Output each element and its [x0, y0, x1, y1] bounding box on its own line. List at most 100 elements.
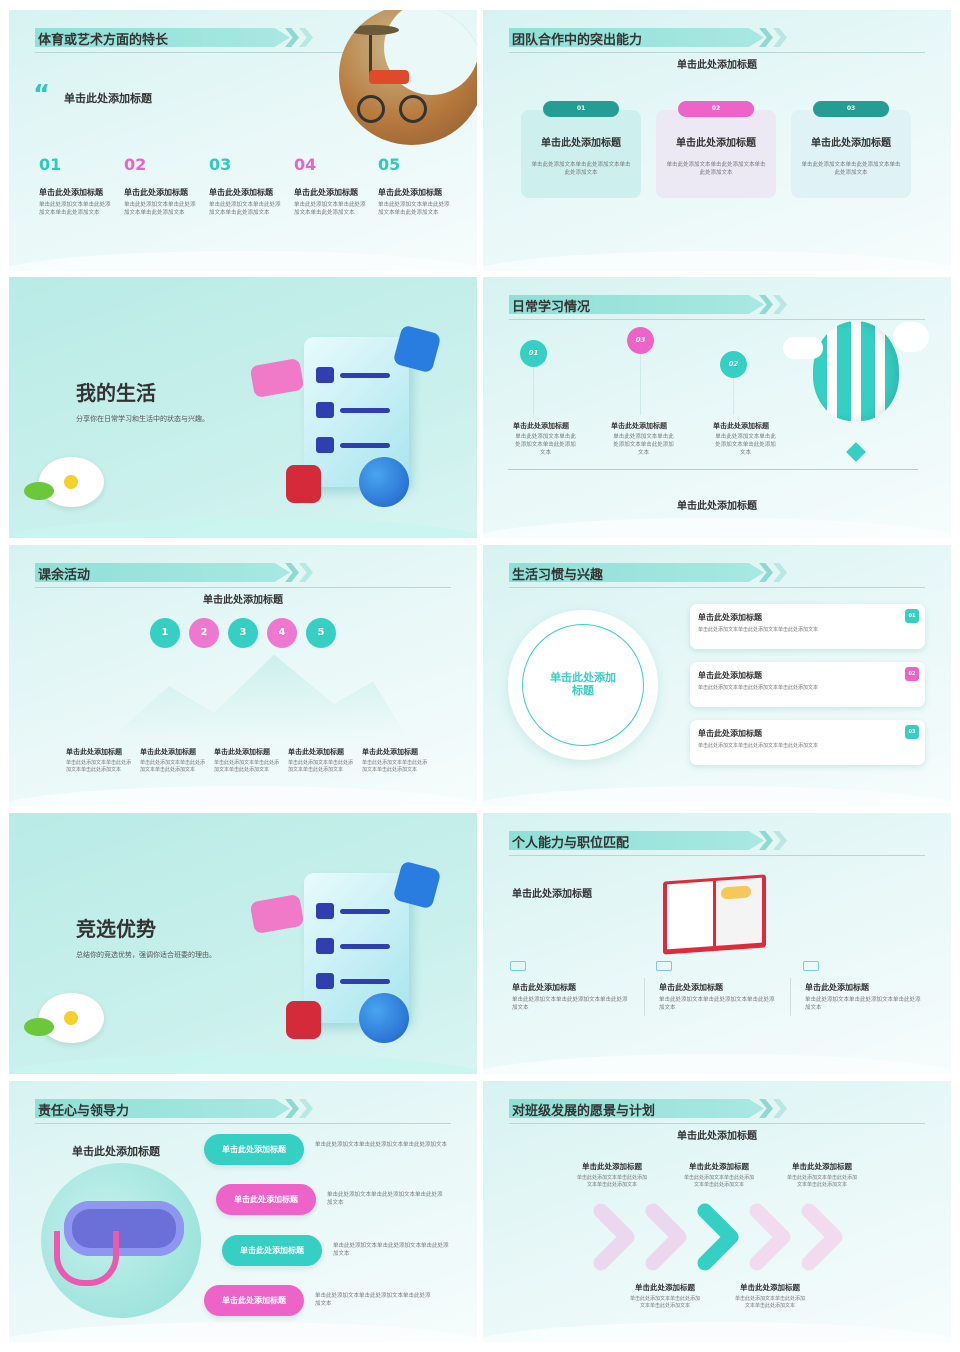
- card-body: 单击此处添加文本单击此处添加文本单击此处添加文本: [531, 162, 631, 176]
- subtitle[interactable]: 单击此处添加标题: [203, 595, 283, 606]
- item-title: 单击此处添加标题: [209, 188, 273, 197]
- step-circle[interactable]: 2: [189, 618, 219, 648]
- step-circle[interactable]: 5: [306, 618, 336, 648]
- ability-card[interactable]: 单击此处添加标题 单击此处添加文本单击此处添加文本单击此处添加文本: [791, 110, 911, 198]
- card-title: 单击此处添加标题: [676, 138, 756, 149]
- subtitle[interactable]: 单击此处添加标题: [677, 60, 757, 71]
- slide-habits-interests[interactable]: 生活习惯与兴趣 单击此处添加标题 单击此处添加标题单击此处添加文本单击此处添加文…: [483, 545, 951, 806]
- section-title[interactable]: 我的生活: [76, 381, 156, 405]
- section-subtitle[interactable]: 总结你的竞选优势，强调你适合班委的理由。: [76, 951, 216, 959]
- step-circle[interactable]: 1: [150, 618, 180, 648]
- divider: [509, 587, 925, 588]
- card-title: 单击此处添加标题: [698, 613, 762, 622]
- card-title: 单击此处添加标题: [811, 138, 891, 149]
- list-item[interactable]: 单击此处添加标题单击此处添加文本单击此处添加文本单击此处添加文本: [611, 421, 676, 457]
- wave-decoration: [9, 1054, 477, 1074]
- point-pill[interactable]: 单击此处添加标题: [204, 1285, 304, 1316]
- circle-text[interactable]: 单击此处添加标题: [550, 671, 616, 697]
- list-item[interactable]: 单击此处添加标题单击此处添加文本单击此处添加文本单击此处添加文本: [362, 747, 430, 774]
- step-circle[interactable]: 4: [267, 618, 297, 648]
- plan-item[interactable]: 单击此处添加标题单击此处添加文本单击此处添加文本单击此处添加文本: [772, 1161, 872, 1189]
- item-title: 单击此处添加标题: [288, 748, 344, 756]
- chevron-icon: [299, 563, 313, 582]
- item-body: 单击此处添加文本单击此处添加文本单击此处添加文本: [734, 1296, 805, 1309]
- ability-card[interactable]: 单击此处添加标题 单击此处添加文本单击此处添加文本单击此处添加文本: [656, 110, 776, 198]
- number-pill: 03: [813, 101, 889, 117]
- list-item[interactable]: 单击此处添加标题单击此处添加文本单击此处添加文本单击此处添加文本: [805, 982, 925, 1012]
- open-book-icon: [663, 874, 766, 955]
- item-number: 05: [378, 155, 401, 174]
- item-body: 单击此处添加文本单击此处添加文本单击此处添加文本: [576, 1175, 647, 1188]
- item-body: 单击此处添加文本单击此处添加文本单击此处添加文本: [39, 202, 111, 216]
- list-item[interactable]: 单击此处添加标题单击此处添加文本单击此处添加文本单击此处添加文本: [214, 747, 282, 774]
- chevron-icon: [773, 1099, 787, 1118]
- slide-title: 责任心与领导力: [38, 1104, 130, 1119]
- plan-item[interactable]: 单击此处添加标题单击此处添加文本单击此处添加文本单击此处添加文本: [669, 1161, 769, 1189]
- slide-my-life[interactable]: 我的生活 分享你在日常学习和生活中的状态与兴趣。: [9, 277, 477, 538]
- item-title: 单击此处添加标题: [713, 422, 769, 430]
- divider: [508, 469, 918, 470]
- point-pill[interactable]: 单击此处添加标题: [216, 1184, 316, 1215]
- goggles-strap: [54, 1231, 119, 1286]
- item-title: 单击此处添加标题: [611, 422, 667, 430]
- title-banner: [35, 1099, 290, 1118]
- slide-title: 体育或艺术方面的特长: [38, 33, 169, 48]
- ability-card[interactable]: 单击此处添加标题 单击此处添加文本单击此处添加文本单击此处添加文本: [521, 110, 641, 198]
- wave-decoration: [483, 1322, 951, 1342]
- item-number: 04: [294, 155, 317, 174]
- list-item[interactable]: 单击此处添加标题单击此处添加文本单击此处添加文本单击此处添加文本: [713, 421, 778, 457]
- list-item[interactable]: 单击此处添加标题单击此处添加文本单击此处添加文本单击此处添加文本: [659, 982, 779, 1012]
- slide-extracurricular[interactable]: 课余活动 单击此处添加标题 1 2 3 4 5 单击此处添加标题单击此处添加文本…: [9, 545, 477, 806]
- heading[interactable]: 单击此处添加标题: [72, 1145, 160, 1158]
- item-title: 单击此处添加标题: [635, 1283, 695, 1292]
- flower-icon: [24, 993, 109, 1048]
- point-text: 单击此处添加文本单击此处添加文本单击此处添加文本: [315, 1142, 448, 1148]
- list-item[interactable]: 单击此处添加标题单击此处添加文本单击此处添加文本单击此处添加文本: [513, 421, 578, 457]
- plan-item[interactable]: 单击此处添加标题单击此处添加文本单击此处添加文本单击此处添加文本: [615, 1282, 715, 1310]
- item-title: 单击此处添加标题: [378, 188, 442, 197]
- wave-decoration: [9, 786, 477, 806]
- divider: [509, 855, 925, 856]
- list-item[interactable]: 单击此处添加标题单击此处添加文本单击此处添加文本单击此处添加文本: [512, 982, 632, 1012]
- list-item[interactable]: 单击此处添加标题单击此处添加文本单击此处添加文本单击此处添加文本: [288, 747, 356, 774]
- slide-class-vision[interactable]: 对班级发展的愿景与计划 单击此处添加标题 单击此处添加标题单击此处添加文本单击此…: [483, 1081, 951, 1342]
- step-circle[interactable]: 3: [228, 618, 258, 648]
- slide-title: 团队合作中的突出能力: [512, 33, 643, 48]
- list-item[interactable]: 05 单击此处添加标题单击此处添加文本单击此处添加文本单击此处添加文本: [378, 155, 453, 217]
- heading[interactable]: 单击此处添加标题: [512, 889, 592, 900]
- slide-responsibility-leadership[interactable]: 责任心与领导力 单击此处添加标题 单击此处添加标题 单击此处添加标题 单击此处添…: [9, 1081, 477, 1342]
- hot-air-balloon-icon: [813, 321, 899, 421]
- bottom-heading[interactable]: 单击此处添加标题: [677, 501, 757, 512]
- item-title: 单击此处添加标题: [689, 1162, 749, 1171]
- plan-item[interactable]: 单击此处添加标题单击此处添加文本单击此处添加文本单击此处添加文本: [720, 1282, 820, 1310]
- list-item[interactable]: 单击此处添加标题单击此处添加文本单击此处添加文本单击此处添加文本: [140, 747, 208, 774]
- section-subtitle[interactable]: 分享你在日常学习和生活中的状态与兴趣。: [76, 415, 209, 423]
- slide-daily-study[interactable]: 日常学习情况 01 03 02 单击此处添加标题单击此处添加文本单击此处添加文本…: [483, 277, 951, 538]
- slide-campaign-advantages[interactable]: 竞选优势 总结你的竞选优势，强调你适合班委的理由。: [9, 813, 477, 1074]
- list-item[interactable]: 单击此处添加标题单击此处添加文本单击此处添加文本单击此处添加文本: [66, 747, 134, 774]
- slide-title: 对班级发展的愿景与计划: [512, 1104, 656, 1119]
- slide-title: 日常学习情况: [512, 300, 591, 315]
- section-title[interactable]: 竞选优势: [76, 917, 156, 941]
- point-pill[interactable]: 单击此处添加标题: [222, 1235, 322, 1266]
- item-body: 单击此处添加文本单击此处添加文本单击此处添加文本: [659, 997, 775, 1011]
- cyclist-photo: [339, 10, 477, 145]
- slide-teamwork[interactable]: 团队合作中的突出能力 单击此处添加标题 单击此处添加标题 单击此处添加文本单击此…: [483, 10, 951, 271]
- point-pill[interactable]: 单击此处添加标题: [204, 1134, 304, 1165]
- item-title: 单击此处添加标题: [513, 422, 569, 430]
- slide-ability-match[interactable]: 个人能力与职位匹配 单击此处添加标题 单击此处添加标题单击此处添加文本单击此处添…: [483, 813, 951, 1074]
- plan-item[interactable]: 单击此处添加标题单击此处添加文本单击此处添加文本单击此处添加文本: [562, 1161, 662, 1189]
- chevron-icon: [773, 28, 787, 47]
- step-circle: 03: [627, 327, 654, 354]
- subtitle[interactable]: 单击此处添加标题: [677, 1131, 757, 1142]
- item-body: 单击此处添加文本单击此处添加文本单击此处添加文本: [378, 202, 450, 216]
- heading[interactable]: 单击此处添加标题: [64, 92, 152, 105]
